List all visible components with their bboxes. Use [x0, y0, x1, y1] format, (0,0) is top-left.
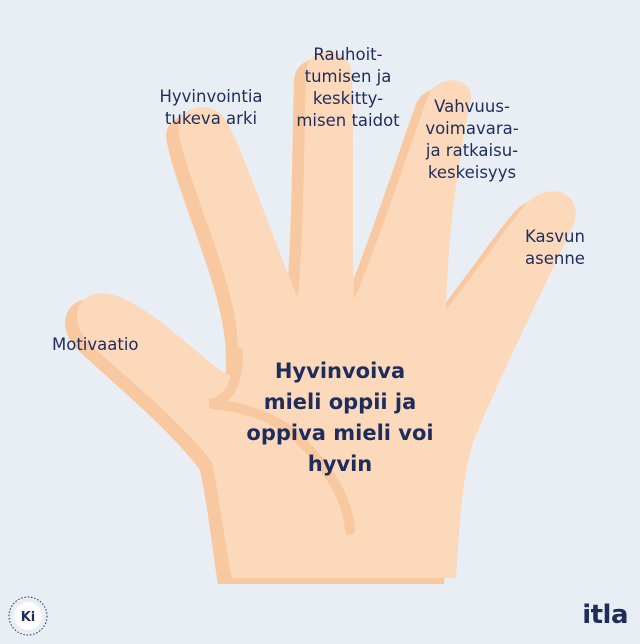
finger-label-thumb: Motivaatio — [52, 335, 139, 354]
hand-main — [77, 51, 576, 578]
palm-crease-thumb — [208, 347, 305, 445]
hand-palm-shape — [77, 51, 576, 578]
finger-label-pinky: Kasvun asenne — [525, 227, 585, 268]
ki-logo: Ki — [6, 594, 50, 638]
ki-seal-icon: Ki — [8, 596, 48, 636]
finger-label-index: Hyvinvointia tukeva arki — [159, 87, 263, 128]
palm-center-text: Hyvinvoiva mieli oppii ja oppiva mieli v… — [246, 359, 434, 476]
finger-label-ring: Vahvuus- voimavara- ja ratkaisu- keskeis… — [425, 97, 519, 182]
ki-logo-mark: Ki — [21, 610, 36, 625]
finger-label-middle: Rauhoit- tumisen ja keskitty- misen taid… — [296, 45, 400, 130]
itla-logo: itla — [582, 600, 628, 630]
palm-crease-lower — [295, 435, 355, 535]
